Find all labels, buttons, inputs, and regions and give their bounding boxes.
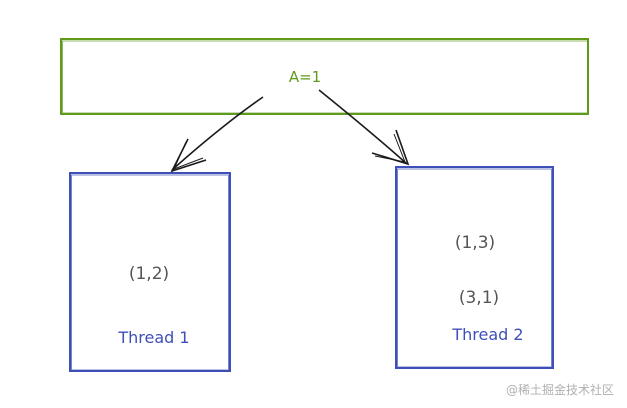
thread-2-value-1: (1,3) [455,233,495,253]
shared-variable-label: A=1 [289,68,321,86]
shared-variable-box: A=1 [60,38,589,115]
arrow-to-thread-2 [318,89,410,166]
thread-2-label: Thread 2 [451,325,523,344]
thread-2-value-2: (3,1) [459,288,499,308]
watermark: @稀土掘金技术社区 [506,382,614,397]
thread-2-box: (1,3) (3,1) Thread 2 [395,166,554,369]
thread-1-box: (1,2) Thread 1 [69,172,231,372]
thread-1-value: (1,2) [129,264,169,284]
arrow-to-thread-1 [170,96,264,173]
thread-1-label: Thread 1 [117,328,189,347]
